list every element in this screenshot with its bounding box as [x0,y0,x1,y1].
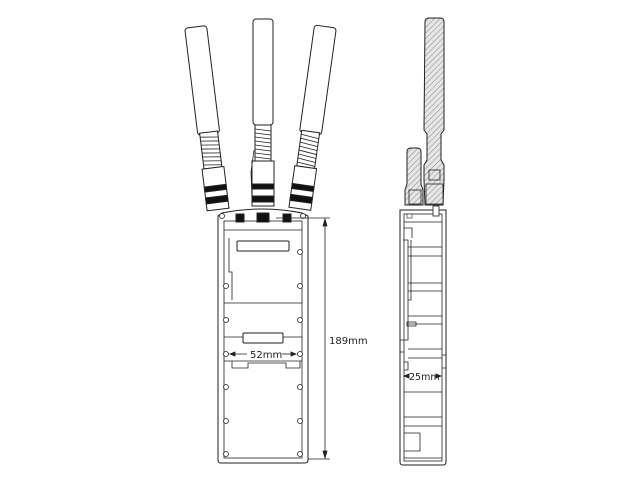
height-dimension [276,217,330,460]
antenna-center [250,18,275,207]
antenna-whip-left [184,25,220,136]
height-label: 189mm [329,336,368,347]
depth-dimension [402,373,443,379]
antenna-left [184,25,230,212]
antenna-band-center-2 [251,195,275,203]
width-label: 52mm [250,350,282,361]
side-view [399,17,447,466]
antenna-section-tall [423,17,445,206]
internal-structure [399,221,447,459]
antenna-band-center-1 [251,183,275,190]
front-view [184,18,337,464]
label-plate-middle [242,332,284,344]
depth-label: 25mm [409,372,440,383]
antenna-whip-center [252,18,274,126]
antenna-right [288,24,337,211]
device-housing-front [217,208,309,464]
screws [219,213,306,457]
label-plate-top [236,240,290,252]
connector-left [235,213,245,223]
antenna-band-left-1 [203,183,228,193]
antenna-band-right-1 [291,182,315,193]
device-housing-side [399,209,447,466]
antenna-whip-right [299,24,337,136]
antenna-band-left-2 [205,194,229,205]
width-dimension [228,351,298,357]
antenna-band-right-2 [289,193,314,204]
connector-center [256,212,270,223]
